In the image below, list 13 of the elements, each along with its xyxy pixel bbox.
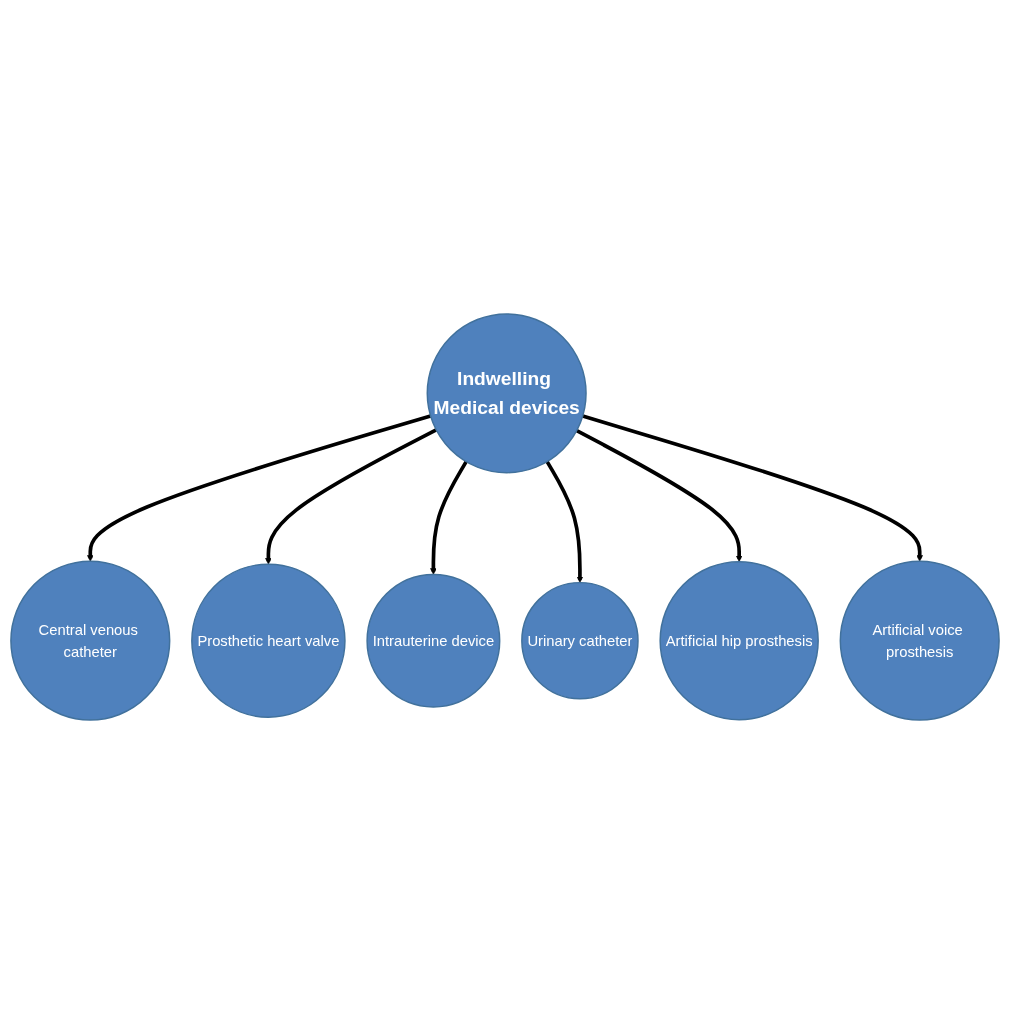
arrow xyxy=(87,413,432,562)
arrow xyxy=(545,460,584,583)
arrow xyxy=(430,460,468,575)
node-circle: Artificial hip prosthesis xyxy=(659,560,819,720)
node-circle: Urinary catheter xyxy=(521,581,639,699)
node-circle: Prosthetic heart valve xyxy=(191,562,346,718)
arrow xyxy=(575,428,743,562)
node-circle: Indwelling Medical devices xyxy=(426,312,587,473)
arrow xyxy=(265,427,438,564)
arrow xyxy=(582,413,923,562)
node-circle: Artificial voice prosthesis xyxy=(839,560,1000,721)
node-circle: Central venous catheter xyxy=(10,560,171,721)
node-circle: Intrauterine device xyxy=(366,573,501,708)
